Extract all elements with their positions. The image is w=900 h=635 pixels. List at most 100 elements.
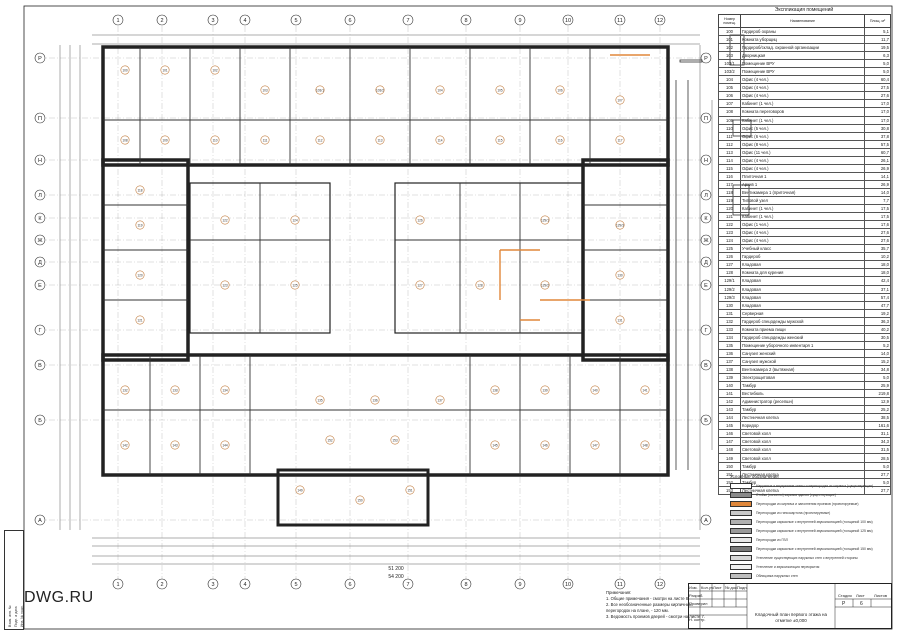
room-marker xyxy=(495,135,505,145)
room-marker xyxy=(615,270,625,280)
side-stamp-2: Подп. и дата xyxy=(14,606,18,627)
cell-name: Комната уборщиц xyxy=(740,35,865,45)
room-marker xyxy=(120,65,130,75)
outer-wall-south xyxy=(101,353,670,477)
cell-area: 14,0 xyxy=(864,348,891,358)
room-number: 101 xyxy=(162,68,168,72)
room-marker xyxy=(220,215,230,225)
cell-name: Архив 1 xyxy=(740,179,865,189)
cell-num: 109 xyxy=(718,115,741,125)
cell-area: 5,0 xyxy=(864,67,891,77)
building-walls xyxy=(101,45,670,527)
axis-right-А-bubble xyxy=(700,514,712,526)
cell-num: 134 xyxy=(718,332,741,342)
room-number: 141 xyxy=(642,388,648,392)
cell-name: Офис (8 чел.) xyxy=(740,139,865,149)
cell-num: 125 xyxy=(718,244,741,254)
cell-name: Тамбур xyxy=(740,381,865,391)
cell-name: Кабинет (1 чел.) xyxy=(740,99,865,109)
cell-name: Гардероб/склад. охранной организации xyxy=(740,43,865,53)
cell-area: 6,3 xyxy=(864,51,891,61)
cell-num: 102 xyxy=(718,43,741,53)
axis-bottom-8-label: 8 xyxy=(464,582,467,588)
room-marker xyxy=(295,485,305,495)
room-marker xyxy=(615,135,625,145)
room-marker xyxy=(555,85,565,95)
cell-name: Гардероб охраны xyxy=(740,26,865,37)
room-number: 120 xyxy=(137,273,143,277)
cell-num: 129/3 xyxy=(718,292,741,302)
cell-name: Плиточная 1 xyxy=(740,171,865,181)
legend-label: Перегородки из гипсокартона (проектируем… xyxy=(756,510,831,515)
cell-area: 5,0 xyxy=(864,461,891,471)
room-number: 103/1 xyxy=(316,88,324,92)
axis-top-9-bubble xyxy=(514,14,526,26)
legend-swatch xyxy=(730,527,752,534)
axis-bottom-10-bubble xyxy=(562,578,574,590)
axis-bottom-5-bubble xyxy=(290,578,302,590)
room-number: 116 xyxy=(557,138,562,142)
legend-swatch xyxy=(730,500,752,507)
room-marker xyxy=(260,85,270,95)
axis-top-2-bubble xyxy=(156,14,168,26)
cell-name: Серверная xyxy=(740,308,865,318)
room-marker xyxy=(615,220,625,230)
room-marker xyxy=(615,95,625,105)
room-marker xyxy=(160,135,170,145)
room-number: 144 xyxy=(222,443,228,447)
cell-num: 103/1 xyxy=(718,59,741,69)
cell-area: 38,5 xyxy=(864,413,891,423)
axis-right-Е-bubble xyxy=(700,279,712,291)
room-marker xyxy=(540,440,550,450)
dimension-lines xyxy=(59,34,713,565)
cell-name: Гардероб xyxy=(740,252,865,262)
cell-num: 123 xyxy=(718,228,741,238)
axis-bottom-11-label: 11 xyxy=(617,582,623,588)
room-number: 146 xyxy=(542,443,548,447)
cell-name: Световой холл xyxy=(740,437,865,447)
cell-area: 17,5 xyxy=(864,204,891,214)
stamp-sheet-label: Лист xyxy=(856,593,865,598)
axis-right-Б-bubble xyxy=(700,414,712,426)
sheet-frame xyxy=(23,5,893,630)
axis-left-В-label: В xyxy=(38,363,42,369)
room-number: 142 xyxy=(122,443,128,447)
room-marker xyxy=(120,440,130,450)
cell-num: 110 xyxy=(718,123,741,133)
axis-left-А-label: А xyxy=(38,518,42,524)
axis-left-В-bubble xyxy=(34,359,46,371)
cell-num: 104 xyxy=(718,75,741,85)
legend-item: Перегородки каркасные с внутренней звуко… xyxy=(730,526,890,535)
cell-area: 34,3 xyxy=(864,437,891,447)
room-marker xyxy=(315,395,325,405)
room-number: 113 xyxy=(377,138,382,142)
axis-right-Ж-label: Ж xyxy=(703,238,708,244)
cell-area: 5,1 xyxy=(864,26,891,37)
cell-num: 147 xyxy=(718,437,741,447)
cell-area: 5,0 xyxy=(864,373,891,383)
room-marker xyxy=(260,135,270,145)
room-marker xyxy=(220,385,230,395)
axis-bottom-11-bubble xyxy=(614,578,626,590)
legend-item: Перегородки каркасные с внутренней звуко… xyxy=(730,517,890,526)
cell-num: 116 xyxy=(718,171,741,181)
cell-num: 144 xyxy=(718,413,741,423)
cell-area: 26,1 xyxy=(864,155,891,165)
room-number: 125 xyxy=(292,283,298,287)
axis-left-П-label: П xyxy=(38,116,42,122)
cell-name: Кладовая xyxy=(740,284,865,294)
cell-name: Гардероб спецодежды женский xyxy=(740,332,865,342)
cell-area: 37,1 xyxy=(864,284,891,294)
room-number: 137 xyxy=(437,398,443,402)
